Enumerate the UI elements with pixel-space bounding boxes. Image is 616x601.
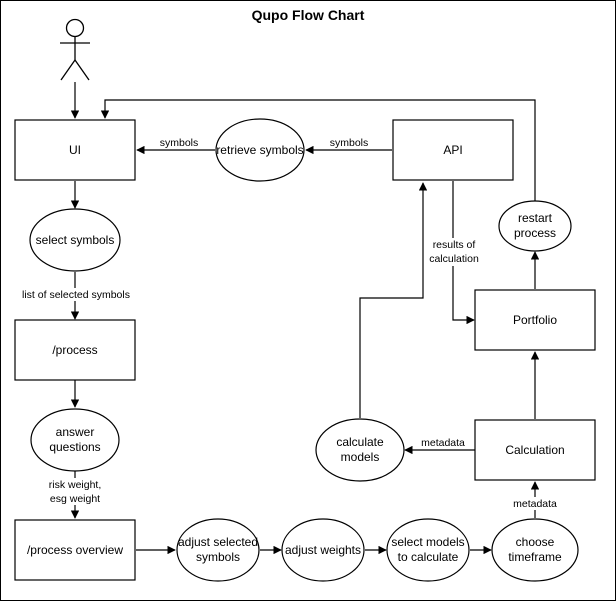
node-calculation [474, 419, 596, 481]
node-select-models [386, 518, 470, 582]
edge-label-answer-to-overview-line1: risk weight, [49, 479, 102, 491]
user-actor-icon [60, 18, 90, 81]
diagram-title: Qupo Flow Chart [252, 7, 365, 23]
edge-label-bg [510, 497, 560, 510]
edge-label-bg [325, 137, 373, 149]
node-ui-label: UI [69, 143, 81, 157]
node-restart-process-label-line2: process [514, 226, 556, 240]
node-process [14, 319, 136, 381]
node-select-models-label-line2: to calculate [398, 550, 459, 564]
node-calculate-models [315, 418, 405, 482]
edge-label-timeframe-to-calculation: metadata [513, 498, 557, 510]
edge-restart-to-ui [100, 99, 536, 201]
node-process-label: /process [52, 343, 97, 357]
node-answer-questions-label-line2: questions [49, 440, 100, 454]
node-process-overview-label: /process overview [27, 543, 123, 557]
edge-label-calculation-to-models: metadata [421, 437, 465, 449]
node-retrieve-symbols-label: retrieve symbols [216, 143, 303, 157]
node-restart-process [498, 200, 572, 252]
edge-api-to-portfolio [452, 181, 475, 325]
edge-label-bg [424, 238, 484, 266]
edge-label-bg [17, 288, 135, 301]
node-adjust-weights [281, 518, 365, 582]
node-api [392, 119, 514, 181]
edge-label-bg [155, 137, 203, 149]
edge-label-api-to-retrieve: symbols [330, 137, 369, 149]
edge-label-api-to-portfolio-line2: calculation [429, 253, 479, 265]
node-retrieve-symbols [215, 118, 305, 182]
node-calculation-label: Calculation [505, 443, 564, 457]
node-answer-questions-label-line1: answer [56, 425, 95, 439]
node-adjust-selected-symbols-label-line1: adjust selected [178, 535, 258, 549]
node-api-label: API [443, 143, 462, 157]
node-choose-timeframe-label-line2: timeframe [508, 550, 562, 564]
node-select-symbols [29, 208, 121, 272]
edge-label-select-to-process: list of selected symbols [22, 289, 130, 301]
edge-label-api-to-portfolio-line1: results of [433, 239, 476, 251]
edge-label-answer-to-overview-line2: esg weight [50, 493, 100, 505]
edge-label-bg [44, 478, 106, 505]
node-portfolio-label: Portfolio [513, 313, 557, 327]
edge-label-retrieve-to-ui: symbols [160, 137, 199, 149]
node-select-symbols-label: select symbols [36, 233, 115, 247]
node-choose-timeframe [491, 518, 579, 582]
edge-models-to-api [359, 182, 428, 418]
node-choose-timeframe-label-line1: choose [516, 535, 555, 549]
node-adjust-selected-symbols-label-line2: symbols [196, 550, 240, 564]
node-portfolio [474, 289, 596, 351]
node-calculate-models-label-line2: models [341, 450, 380, 464]
node-adjust-weights-label: adjust weights [285, 543, 361, 557]
node-restart-process-label-line1: restart [518, 211, 553, 225]
node-process-overview [14, 519, 136, 581]
node-ui [14, 119, 136, 181]
edge-label-bg [418, 437, 468, 449]
node-select-models-label-line1: select models [391, 535, 464, 549]
node-adjust-selected-symbols [176, 518, 260, 582]
node-calculate-models-label-line1: calculate [336, 435, 384, 449]
node-answer-questions [30, 408, 120, 472]
